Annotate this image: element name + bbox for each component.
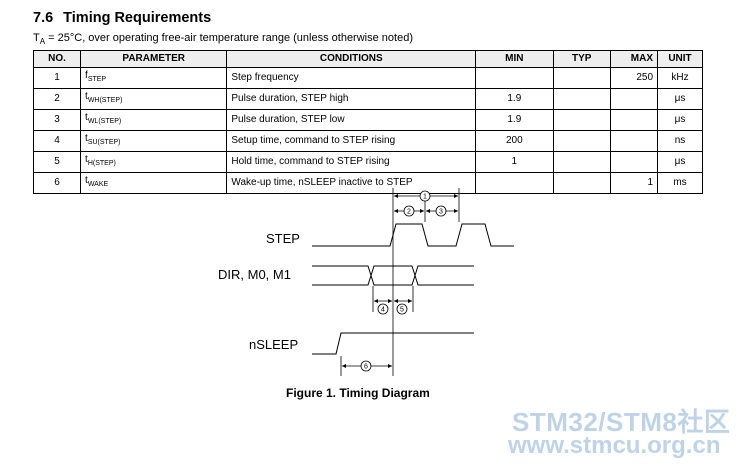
cell-unit: ms: [657, 172, 703, 195]
dimension-arrows: [342, 194, 458, 368]
cell-parameter: tWAKE: [80, 172, 228, 195]
table-row: 3 tWL(STEP) Pulse duration, STEP low 1.9…: [32, 109, 703, 132]
watermark-url: www.stmcu.org.cn: [508, 432, 721, 459]
section-title: Timing Requirements: [63, 10, 212, 26]
table-row: 6 tWAKE Wake-up time, nSLEEP inactive to…: [32, 172, 703, 195]
svg-text:6: 6: [364, 364, 368, 371]
header-unit: UNIT: [657, 49, 703, 69]
marker-1: 1: [419, 190, 431, 202]
svg-text:1: 1: [423, 194, 427, 201]
marker-6: 6: [360, 360, 372, 372]
conditions-text: = 25°C, over operating free-air temperat…: [45, 32, 413, 44]
marker-5: 5: [396, 303, 408, 315]
header-max: MAX: [609, 49, 659, 69]
table-header-row: NO. PARAMETER CONDITIONS MIN TYP MAX UNI…: [32, 49, 703, 69]
table-row: 4 tSU(STEP) Setup time, command to STEP …: [32, 130, 703, 153]
header-typ: TYP: [552, 49, 611, 69]
header-conditions: CONDITIONS: [226, 49, 477, 69]
svg-text:5: 5: [400, 307, 404, 314]
marker-2: 2: [403, 205, 415, 217]
marker-4: 4: [377, 303, 389, 315]
cell-typ: [552, 172, 611, 195]
section-number: 7.6: [33, 10, 54, 26]
table-row: 5 tH(STEP) Hold time, command to STEP ri…: [32, 151, 703, 174]
svg-text:4: 4: [381, 307, 385, 314]
operating-conditions: TA = 25°C, over operating free-air tempe…: [33, 32, 413, 46]
header-parameter: PARAMETER: [80, 49, 228, 69]
section-heading: 7.6 Timing Requirements: [33, 10, 211, 26]
step-waveform: [312, 223, 514, 247]
timing-table: NO. PARAMETER CONDITIONS MIN TYP MAX UNI…: [32, 49, 703, 195]
step-signal-label: STEP: [266, 231, 300, 246]
dir-signal-label: DIR, M0, M1: [218, 267, 291, 282]
svg-text:3: 3: [439, 209, 443, 216]
nsleep-waveform: [312, 332, 474, 355]
cell-max: 250: [609, 67, 659, 90]
svg-text:2: 2: [407, 209, 411, 216]
watermark-title: STM32/STM8社区: [512, 407, 731, 437]
conditions-symbol-sub: A: [39, 37, 46, 47]
table-row: 2 tWH(STEP) Pulse duration, STEP high 1.…: [32, 88, 703, 111]
nsleep-signal-label: nSLEEP: [249, 337, 298, 352]
reference-lines: [340, 188, 460, 376]
header-no: NO.: [32, 49, 82, 69]
conditions-symbol: T: [33, 32, 40, 44]
marker-3: 3: [435, 205, 447, 217]
cell-parameter: tWH(STEP): [80, 88, 228, 111]
cell-max: 1: [609, 172, 659, 195]
figure-caption: Figure 1. Timing Diagram: [286, 386, 430, 400]
